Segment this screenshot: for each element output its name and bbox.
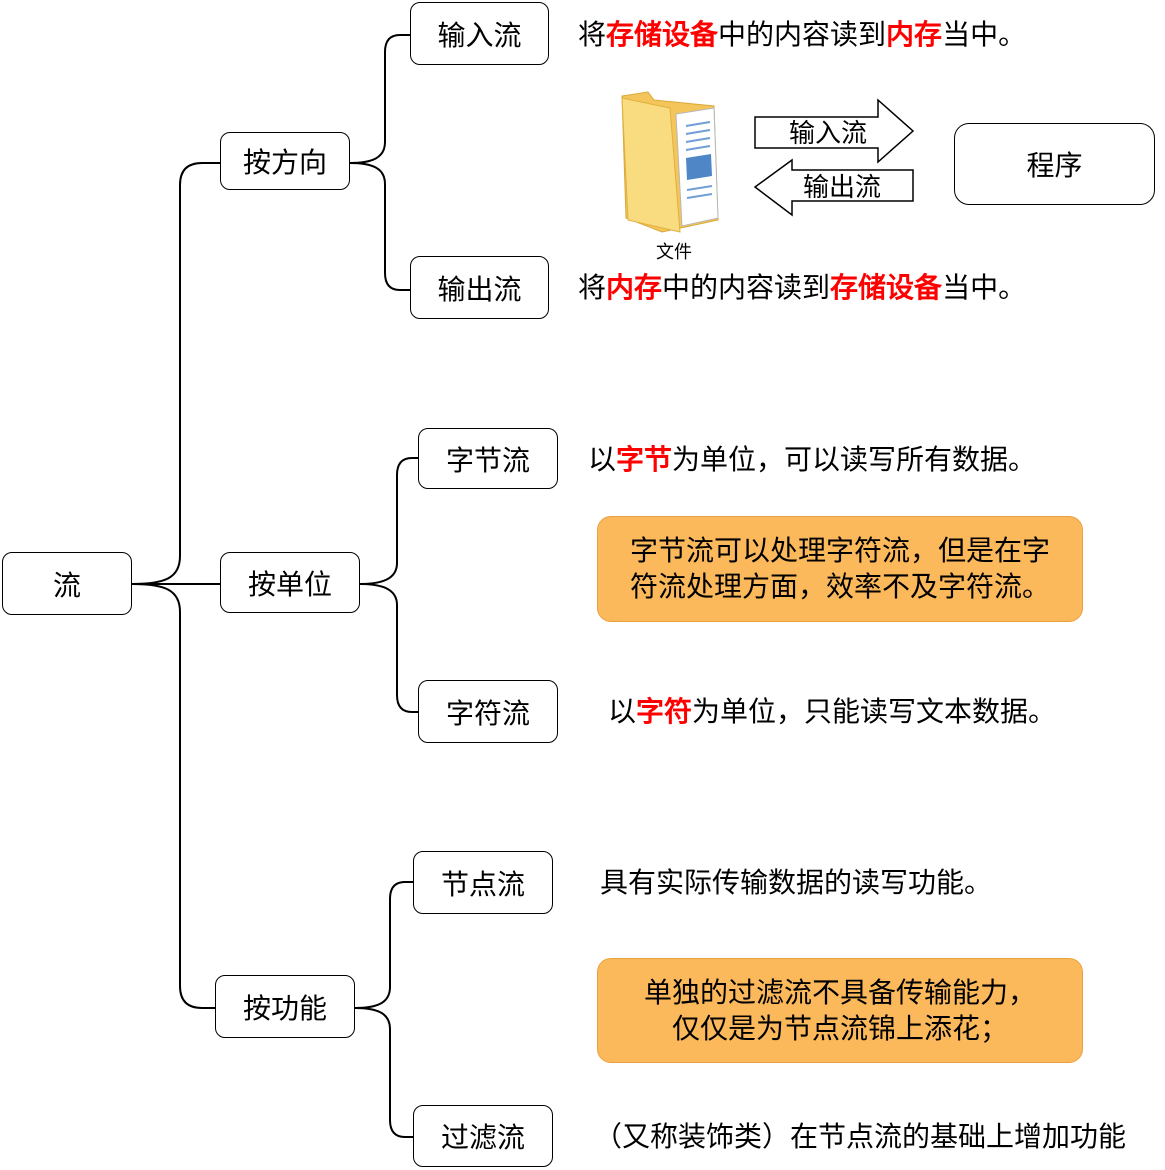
function-note: 单独的过滤流不具备传输能力， 仅仅是为节点流锦上添花； [597,958,1083,1063]
byte-stream-node: 字节流 [418,428,558,489]
note-line: 仅仅是为节点流锦上添花； [671,1011,1008,1045]
node-stream-node: 节点流 [413,851,553,914]
connector-root-direction [131,162,220,585]
desc-text: 以 [608,695,637,728]
desc-text: 以 [588,443,617,476]
desc-text: 将 [578,271,607,304]
program-node: 程序 [954,123,1155,205]
desc-text: 将 [578,18,607,51]
desc-emphasis: 存储设备 [606,18,719,51]
desc-text: 当中。 [942,18,1027,51]
folder-icon [621,91,719,233]
char-stream-description: 以字符为单位，只能读写文本数据。 [608,697,1056,727]
connector-function-filter [354,1007,413,1138]
filter-stream-node: 过滤流 [413,1105,553,1167]
desc-text: 中的内容读到 [662,271,831,304]
connector-function-node [354,881,413,1009]
desc-text: 为单位，只能读写文本数据。 [692,695,1057,728]
root-node: 流 [2,552,132,615]
input-stream-description: 将存储设备中的内容读到内存当中。 [578,20,1026,50]
connector-unit-char [359,583,418,713]
char-stream-node: 字符流 [418,680,558,743]
desc-emphasis: 字节 [616,443,673,476]
note-line: 字节流可以处理字符流，但是在字 [629,534,1050,567]
note-line: 单独的过滤流不具备传输能力， [643,975,1036,1009]
connector-root-function [131,583,215,1009]
connector-direction-output [349,162,410,291]
desc-emphasis: 存储设备 [830,271,943,304]
unit-node: 按单位 [220,552,360,613]
file-label: 文件 [656,242,692,263]
output-stream-node: 输出流 [410,256,549,319]
direction-node: 按方向 [220,132,350,190]
connector-direction-input [349,34,410,164]
filter-stream-description: （又称装饰类）在节点流的基础上增加功能 [594,1120,1127,1153]
desc-emphasis: 内存 [886,18,943,51]
input-arrow [754,98,915,164]
desc-text: 当中。 [942,271,1027,304]
function-node: 按功能 [215,975,355,1038]
node-stream-description: 具有实际传输数据的读写功能。 [600,866,993,899]
desc-text: 中的内容读到 [718,18,887,51]
connector-unit-byte [359,457,418,585]
note-line: 符流处理方面，效率不及字符流。 [629,570,1050,603]
output-stream-description: 将内存中的内容读到存储设备当中。 [578,273,1026,303]
input-arrow-label: 输入流 [789,119,867,149]
byte-stream-description: 以字节为单位，可以读写所有数据。 [588,445,1036,475]
desc-text: 为单位，可以读写所有数据。 [672,443,1037,476]
desc-emphasis: 内存 [606,271,663,304]
unit-note: 字节流可以处理字符流，但是在字 符流处理方面，效率不及字符流。 [597,516,1083,622]
input-stream-node: 输入流 [410,2,549,65]
output-arrow [753,158,914,217]
output-arrow-label: 输出流 [803,173,881,203]
desc-emphasis: 字符 [636,695,693,728]
